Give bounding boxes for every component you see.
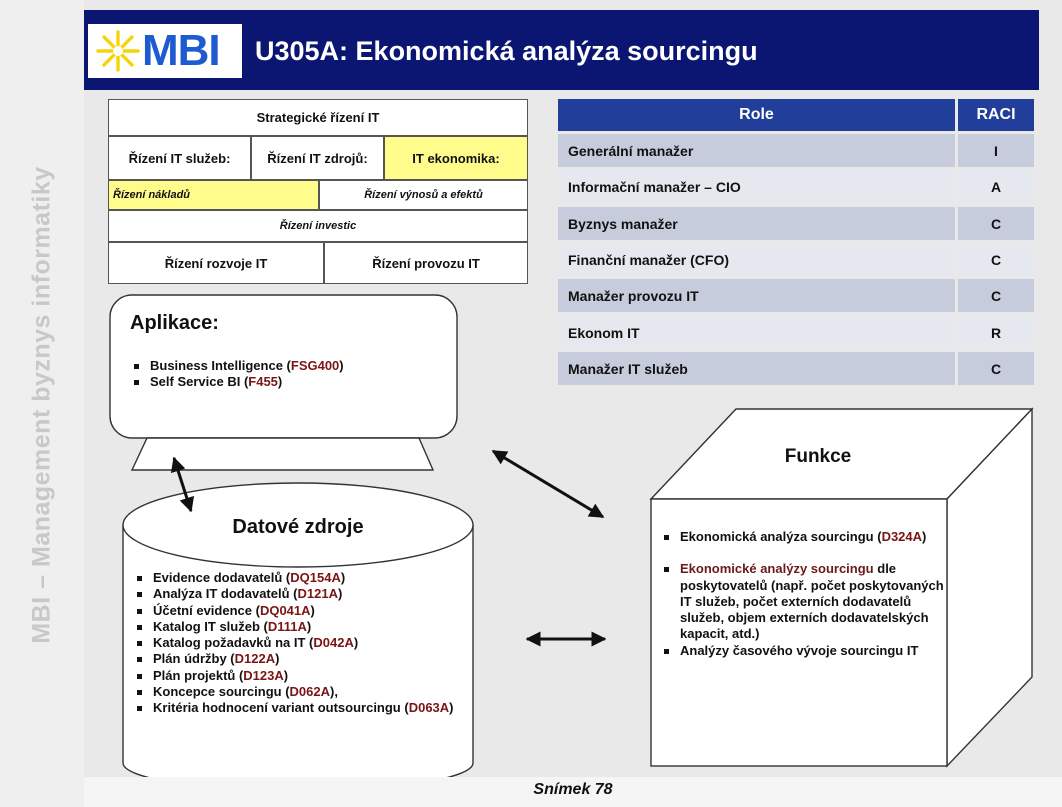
structure-investments: Řízení investic [108,210,528,242]
function-cube-front [650,498,948,767]
structure-operations: Řízení provozu IT [324,242,528,284]
list-item: Self Service BI (F455) [130,374,344,390]
data-sources-title: Datové zdroje [232,516,364,538]
raci-header-raci: RACI [958,99,1034,131]
slide-number: Snímek 78 [533,781,613,798]
raci-value-cell: I [958,134,1034,167]
raci-role-cell: Byznys manažer [558,207,955,240]
monitor-stand [130,437,435,471]
raci-role-cell: Manažer provozu IT [558,279,955,312]
list-item: Katalog IT služeb (D111A) [133,619,463,635]
raci-value-cell: R [958,316,1034,349]
list-item: Kritéria hodnocení variant outsourcingu … [133,700,463,716]
structure-resources: Řízení IT zdrojů: [251,136,384,180]
raci-role-cell: Generální manažer [558,134,955,167]
list-item: Ekonomické analýzy sourcingu dle poskyto… [660,561,945,642]
list-item: Evidence dodavatelů (DQ154A) [133,570,463,586]
raci-value-cell: C [958,243,1034,276]
raci-role-cell: Manažer IT služeb [558,352,955,385]
raci-role-cell: Informační manažer – CIO [558,170,955,203]
raci-role-cell: Ekonom IT [558,316,955,349]
applications-title: Aplikace: [130,312,219,334]
raci-value-cell: C [958,352,1034,385]
list-item: Ekonomická analýza sourcingu (D324A) [660,529,945,545]
header-bar [84,10,1039,90]
functions-title: Funkce [784,446,852,467]
structure-top: Strategické řízení IT [108,99,528,136]
structure-costs: Řízení nákladů [108,180,319,210]
structure-development: Řízení rozvoje IT [108,242,324,284]
list-item: Analýzy časového vývoje sourcingu IT [660,643,945,659]
structure-economics: IT ekonomika: [384,136,528,180]
logo-text: MBI [142,26,221,75]
structure-revenues: Řízení výnosů a efektů [319,180,528,210]
sun-burst-icon [96,30,140,72]
data-sources-list: Evidence dodavatelů (DQ154A) Analýza IT … [133,570,463,717]
raci-value-cell: C [958,207,1034,240]
data-cylinder-top [122,482,474,568]
raci-value-cell: A [958,170,1034,203]
list-item: Plán projektů (D123A) [133,668,463,684]
applications-list: Business Intelligence (FSG400) Self Serv… [130,358,344,391]
list-item: Koncepce sourcingu (D062A), [133,684,463,700]
list-item: Plán údržby (D122A) [133,651,463,667]
functions-list: Ekonomická analýza sourcingu (D324A) Eko… [660,529,945,659]
list-item: Business Intelligence (FSG400) [130,358,344,374]
raci-value-cell: C [958,279,1034,312]
slide-title: U305A: Ekonomická analýza sourcingu [255,36,758,66]
list-item: Katalog požadavků na IT (D042A) [133,635,463,651]
structure-services: Řízení IT služeb: [108,136,251,180]
monitor-function-arrow [491,449,605,519]
footer-bar [84,777,1062,807]
raci-role-cell: Finanční manažer (CFO) [558,243,955,276]
monitor-data-arrow [170,456,195,513]
raci-header-role: Role [558,99,955,131]
sidebar-band [0,0,84,807]
list-item: Analýza IT dodavatelů (D121A) [133,586,463,602]
list-item: Účetní evidence (DQ041A) [133,603,463,619]
